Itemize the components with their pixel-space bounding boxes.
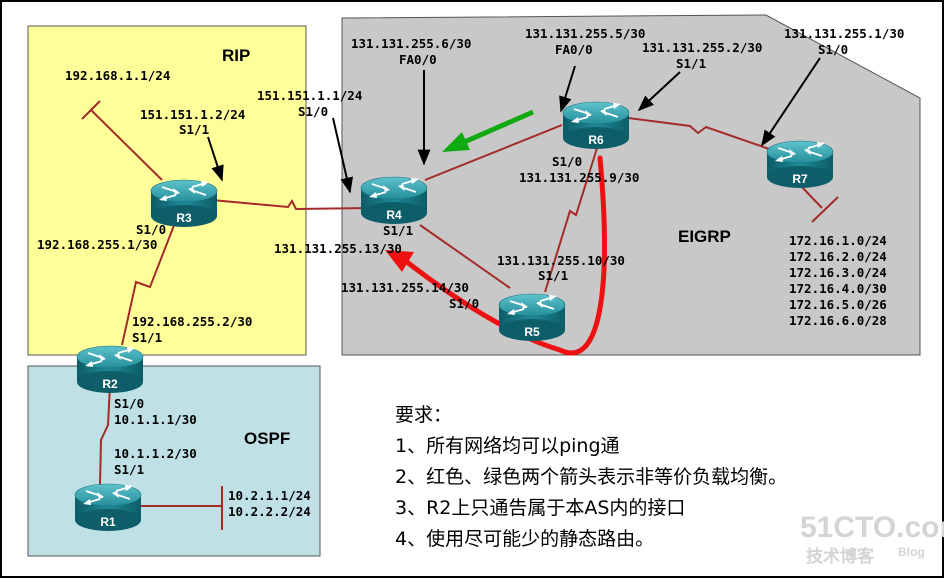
link-r6-r7	[627, 117, 773, 151]
interface-labels: 192.168.1.1/24 151.151.1.2/24 S1/1 151.1…	[37, 26, 904, 519]
r6-fa00-ip: 131.131.255.5/30	[525, 26, 645, 41]
r7-network-list: 172.16.1.0/24 172.16.2.0/24 172.16.3.0/2…	[789, 233, 887, 328]
router-r6-label: R6	[588, 133, 604, 147]
green-arrow	[460, 109, 535, 146]
r7-s10-if: S1/0	[818, 42, 848, 57]
link-r7-lan	[799, 184, 823, 209]
link-r3-r2	[121, 209, 181, 346]
r6-s10-if: S1/0	[552, 154, 582, 169]
r3-s10-if: S1/0	[136, 222, 166, 237]
r3-lan-ip: 192.168.1.1/24	[65, 68, 170, 83]
r7-network: 172.16.5.0/26	[789, 297, 887, 312]
r7-network: 172.16.2.0/24	[789, 249, 887, 264]
requirement-item: 2、红色、绿色两个箭头表示非等价负载均衡。	[395, 466, 787, 488]
link-r4-r6	[424, 124, 563, 181]
rip-area	[27, 25, 307, 356]
pointer-r6-fa00	[559, 65, 576, 113]
router-r1-label: R1	[100, 515, 116, 529]
r1-lan1-ip: 10.2.1.1/24	[228, 488, 311, 503]
router-r3-label: R3	[176, 211, 192, 225]
ospf-area-label: OSPF	[244, 429, 290, 448]
watermark-tagline: 技术博客	[806, 546, 875, 566]
requirement-item: 4、使用尽可能少的静态路由。	[395, 528, 654, 550]
red-arrow-head	[385, 250, 414, 272]
r4-fa00-if: FA0/0	[399, 52, 437, 67]
pointer-r6-s11	[637, 71, 681, 112]
r4-s11-if: S1/1	[383, 223, 413, 238]
link-r3-r4	[211, 199, 371, 211]
eigrp-area	[341, 14, 921, 356]
router-r4[interactable]: R4	[360, 176, 428, 225]
r7-network: 172.16.6.0/28	[789, 313, 887, 328]
router-r2-label: R2	[102, 377, 118, 391]
requirements: 要求： 1、所有网络均可以ping通 2、红色、绿色两个箭头表示非等价负载均衡。…	[395, 404, 787, 550]
watermark: 51CTO.com 技术博客 Blog	[800, 511, 944, 566]
router-r5-label: R5	[524, 325, 540, 339]
r4-s10-ip: 151.151.1.1/24	[257, 88, 362, 103]
router-r3[interactable]: R3	[150, 179, 218, 228]
r2-s10-if: S1/0	[114, 396, 144, 411]
r6-s10-ip: 131.131.255.9/30	[519, 170, 639, 185]
r7-network: 172.16.1.0/24	[789, 233, 887, 248]
r1-lan2-ip: 10.2.2.2/24	[228, 504, 311, 519]
r5-s11-if: S1/1	[538, 268, 568, 283]
links	[81, 100, 839, 530]
r6-s11-if: S1/1	[676, 56, 706, 71]
router-r5[interactable]: R5	[498, 293, 566, 342]
red-arrow	[395, 155, 607, 356]
r5-s10-ip: 131.131.255.14/30	[341, 280, 469, 295]
r2-s10-ip: 10.1.1.1/30	[114, 412, 197, 427]
r4-fa00-ip: 131.131.255.6/30	[351, 36, 471, 51]
watermark-blog: Blog	[898, 545, 925, 559]
eigrp-area-label: EIGRP	[678, 227, 731, 246]
router-r4-label: R4	[386, 208, 402, 222]
r1-s11-if: S1/1	[114, 462, 144, 477]
rip-area-label: RIP	[222, 46, 250, 65]
r3-s11-if: S1/1	[179, 122, 209, 137]
r6-fa00-if: FA0/0	[555, 42, 593, 57]
link-r4-r5	[419, 224, 511, 289]
link-r6-r5	[544, 144, 599, 293]
r2-s11-ip: 192.168.255.2/30	[132, 314, 252, 329]
router-r7-label: R7	[792, 172, 808, 186]
r5-s11-ip: 131.131.255.10/30	[497, 253, 625, 268]
watermark-site: 51CTO.com	[800, 511, 944, 544]
r7-network: 172.16.4.0/30	[789, 281, 887, 296]
lan-stub-r7	[811, 196, 839, 223]
requirement-item: 3、R2上只通告属于本AS内的接口	[395, 497, 685, 519]
green-arrow-head	[442, 132, 470, 152]
r1-s11-ip: 10.1.1.2/30	[114, 446, 197, 461]
router-r2[interactable]: R2	[76, 345, 144, 394]
pointer-r7-s10	[761, 57, 821, 147]
requirements-title: 要求：	[395, 404, 452, 426]
r7-network: 172.16.3.0/24	[789, 265, 887, 280]
r4-s10-if: S1/0	[298, 104, 328, 119]
r4-s11-ip: 131.131.255.13/30	[274, 241, 402, 256]
r5-s10-if: S1/0	[449, 296, 479, 311]
r2-s11-if: S1/1	[132, 330, 162, 345]
r3-s10-ip: 192.168.255.1/30	[37, 237, 157, 252]
requirement-item: 1、所有网络均可以ping通	[395, 435, 620, 457]
r7-s10-ip: 131.131.255.1/30	[784, 26, 904, 41]
router-r1[interactable]: R1	[74, 483, 142, 532]
pointer-arrows	[207, 57, 821, 194]
link-r3-lan	[90, 109, 163, 181]
ospf-area	[27, 365, 321, 557]
router-r6[interactable]: R6	[562, 101, 630, 150]
router-r7[interactable]: R7	[766, 140, 834, 189]
pointer-r3-s11	[207, 136, 224, 182]
link-r2-r1	[99, 384, 111, 486]
pointer-r4-s10	[332, 117, 354, 194]
r6-s11-ip: 131.131.255.2/30	[642, 40, 762, 55]
r3-s11-ip: 151.151.1.2/24	[140, 107, 245, 122]
